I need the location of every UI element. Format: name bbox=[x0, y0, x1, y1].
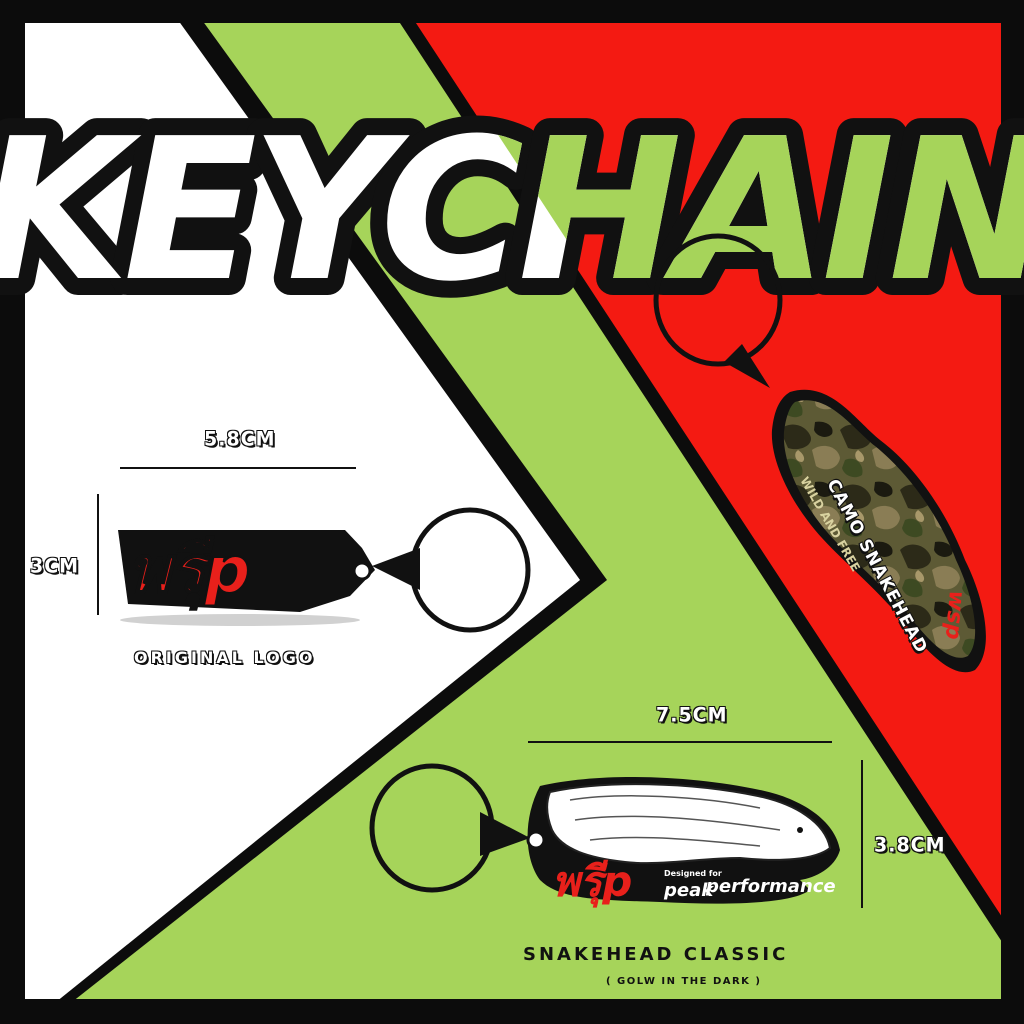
classic-caption: SNAKEHEAD CLASSIC bbox=[523, 944, 789, 965]
logo-text: พรีุ่p bbox=[128, 534, 250, 610]
classic-width-label: 7.5CM bbox=[655, 703, 728, 727]
title-group: KEYCHAIN KEYCHAIN KEYCHAIN bbox=[0, 80, 1024, 342]
original-height-label: 3CM bbox=[29, 554, 80, 578]
camo-key-ring bbox=[653, 233, 783, 367]
classic-tagline-small: Designed for bbox=[664, 869, 722, 878]
classic-fish bbox=[546, 783, 832, 865]
classic-keychain: พรีุ่p Designed for peak performance bbox=[369, 741, 863, 908]
logo-tag-base bbox=[118, 530, 375, 612]
classic-height-label: 3.8CM bbox=[873, 833, 946, 857]
classic-tagline-peak: peak bbox=[663, 880, 714, 901]
original-caption: ORIGINAL LOGO bbox=[133, 647, 316, 667]
title-text-white: KEYCHAIN bbox=[0, 97, 1024, 325]
original-width-label: 5.8CM bbox=[203, 427, 276, 451]
camo-ring-clip bbox=[724, 344, 770, 388]
original-logo-keychain: พรีุ่p bbox=[97, 467, 531, 633]
camo-fish-body bbox=[783, 400, 976, 658]
white-panel bbox=[22, 20, 607, 1002]
red-panel bbox=[398, 20, 1004, 945]
ring-clip bbox=[372, 548, 420, 590]
title-outline: KEYCHAIN bbox=[0, 97, 1024, 325]
classic-brand: พรีุ่p bbox=[552, 857, 632, 908]
classic-tagline-perf: performance bbox=[705, 876, 836, 897]
classic-ring-clip bbox=[480, 812, 530, 856]
classic-sub-caption: ( GOLW IN THE DARK ) bbox=[606, 976, 762, 987]
camo-brand: wsp bbox=[940, 589, 969, 640]
